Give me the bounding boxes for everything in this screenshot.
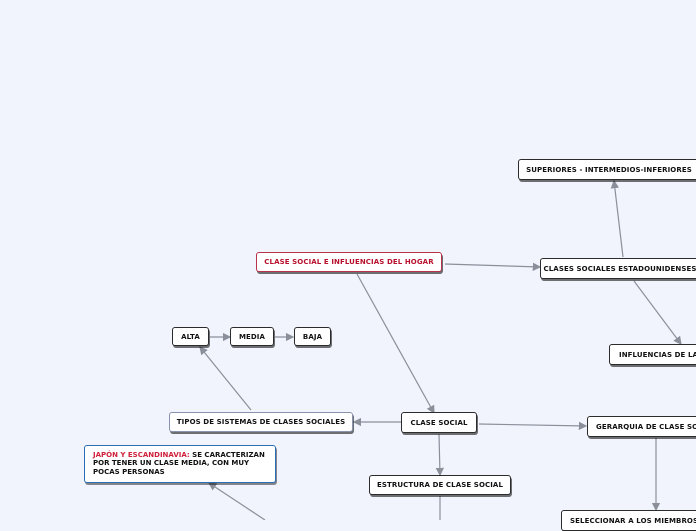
connector-layer bbox=[199, 179, 682, 520]
node-tipos-sistemas-clases-sociales[interactable]: TIPOS DE SISTEMAS DE CLASES SOCIALES bbox=[169, 412, 353, 432]
connector-clase-social-to-jerarquia bbox=[478, 421, 588, 431]
connector-tipos-to-alta bbox=[199, 346, 252, 411]
note-japon-escandinavia[interactable]: JAPÓN Y ESCANDINAVIA: SE CARACTERIZAN PO… bbox=[84, 445, 276, 483]
node-clase-social[interactable]: CLASE SOCIAL bbox=[401, 412, 477, 433]
node-superiores-intermedios-inferiores[interactable]: SUPERIORES - INTERMEDIOS-INFERIORES bbox=[518, 159, 696, 180]
note-highlight: JAPÓN Y ESCANDINAVIA: bbox=[93, 451, 190, 459]
node-media[interactable]: MEDIA bbox=[230, 327, 274, 346]
node-jerarquia-clase-social[interactable]: GERARQUIA DE CLASE SO bbox=[587, 416, 696, 437]
node-seleccionar-miembros[interactable]: SELECCIONAR A LOS MIEMBROS bbox=[561, 510, 696, 531]
node-estructura-clase-social[interactable]: ESTRUCTURA DE CLASE SOCIAL bbox=[369, 475, 511, 495]
node-clases-sociales-estadounidenses[interactable]: CLASES SOCIALES ESTADOUNIDENSES bbox=[540, 258, 696, 279]
connector-hogar-to-estadounidenses bbox=[444, 262, 542, 271]
connector-estadounidenses-to-influencias bbox=[633, 280, 682, 345]
note-text: SE CARACTERIZAN POR TENER UN CLASE MEDIA… bbox=[93, 451, 265, 476]
node-influencias[interactable]: INFLUENCIAS DE LA bbox=[609, 344, 696, 365]
node-baja[interactable]: BAJA bbox=[294, 327, 331, 346]
node-alta[interactable]: ALTA bbox=[172, 327, 209, 346]
connector-hogar-to-clase-social bbox=[356, 273, 435, 415]
connector-clase-social-to-estructura bbox=[435, 433, 445, 477]
node-clase-social-influencias-hogar[interactable]: CLASE SOCIAL E INFLUENCIAS DEL HOGAR bbox=[256, 252, 442, 272]
connector-estadounidenses-to-superiores bbox=[610, 179, 624, 258]
connector-to-japon bbox=[207, 482, 266, 520]
